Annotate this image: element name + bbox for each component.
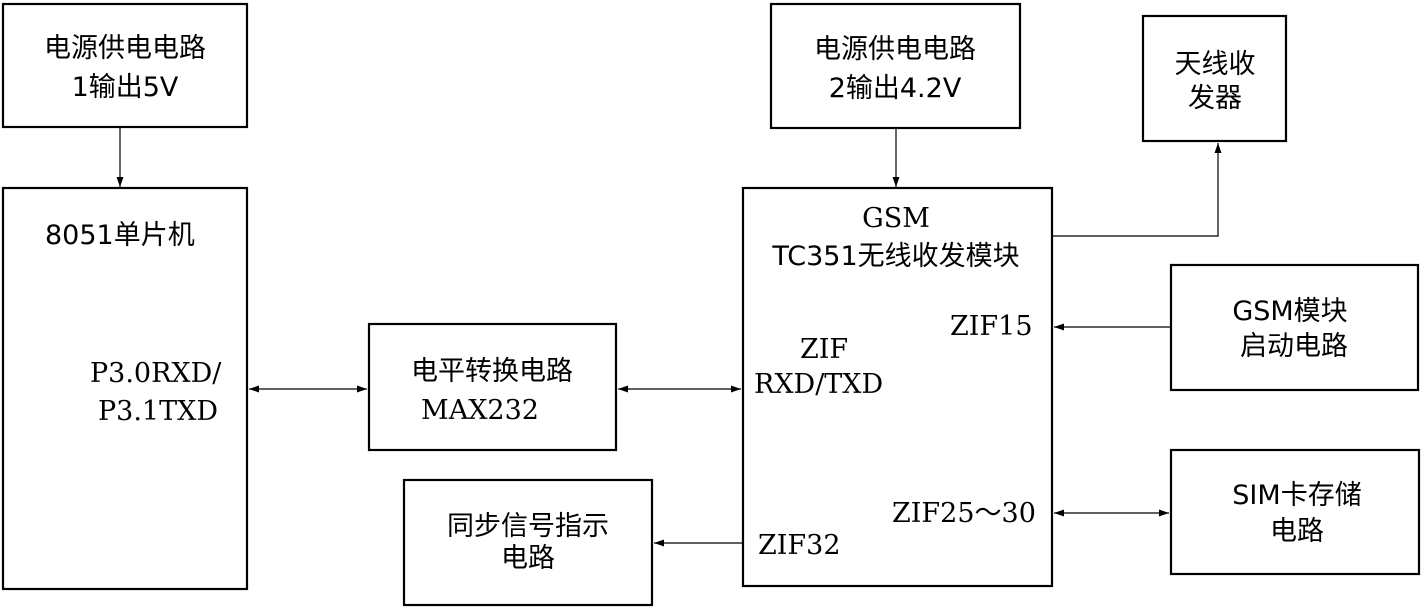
antenna-subtitle: 发器	[1188, 83, 1242, 114]
gsm-zif25-30-label: ZIF25～30	[892, 498, 1036, 529]
antenna-title: 天线收	[1175, 49, 1256, 80]
sync-indicator-block: 同步信号指示 电路	[402, 478, 654, 607]
mcu-port-txd: P3.1TXD	[98, 396, 218, 427]
gsm-start-block: GSM模块 启动电路	[1169, 263, 1420, 392]
power-supply-1-block: 电源供电电路 1输出5V	[1, 2, 249, 129]
level-shifter-block: 电平转换电路 MAX232	[367, 322, 618, 452]
gsm-module-block: GSM TC351无线收发模块 ZIF RXD/TXD ZIF15 ZIF25～…	[741, 186, 1054, 588]
gsm-zif32-label: ZIF32	[758, 530, 841, 561]
sync-indicator-title: 同步信号指示	[447, 511, 609, 542]
power-supply-2-output: 2输出4.2V	[829, 73, 962, 104]
gsm-start-title: GSM模块	[1232, 296, 1347, 327]
power-supply-1-output: 1输出5V	[72, 72, 179, 103]
gsm-module-name: TC351无线收发模块	[771, 241, 1019, 272]
arrow-gsm-to-antenna	[1052, 143, 1222, 237]
gsm-title: GSM	[862, 203, 930, 234]
mcu-title: 8051单片机	[45, 220, 195, 251]
gsm-start-subtitle: 启动电路	[1240, 331, 1348, 362]
power-supply-2-block: 电源供电电路 2输出4.2V	[769, 2, 1022, 130]
gsm-zif-label: ZIF	[800, 334, 848, 365]
gsm-rxd-txd-label: RXD/TXD	[754, 369, 883, 400]
sim-storage-title: SIM卡存储	[1232, 480, 1361, 511]
sim-storage-block: SIM卡存储 电路	[1169, 448, 1421, 576]
antenna-block: 天线收 发器	[1141, 14, 1288, 143]
sync-indicator-subtitle: 电路	[501, 543, 555, 574]
level-shifter-title: 电平转换电路	[411, 356, 573, 387]
level-shifter-chip: MAX232	[421, 395, 539, 426]
mcu-block: 8051单片机 P3.0RXD/ P3.1TXD	[1, 186, 249, 591]
power-supply-2-title: 电源供电电路	[814, 34, 976, 65]
mcu-port-rxd: P3.0RXD/	[90, 358, 222, 389]
sim-storage-subtitle: 电路	[1270, 516, 1324, 547]
power-supply-1-title: 电源供电电路	[44, 33, 206, 64]
gsm-zif15-label: ZIF15	[950, 311, 1033, 342]
